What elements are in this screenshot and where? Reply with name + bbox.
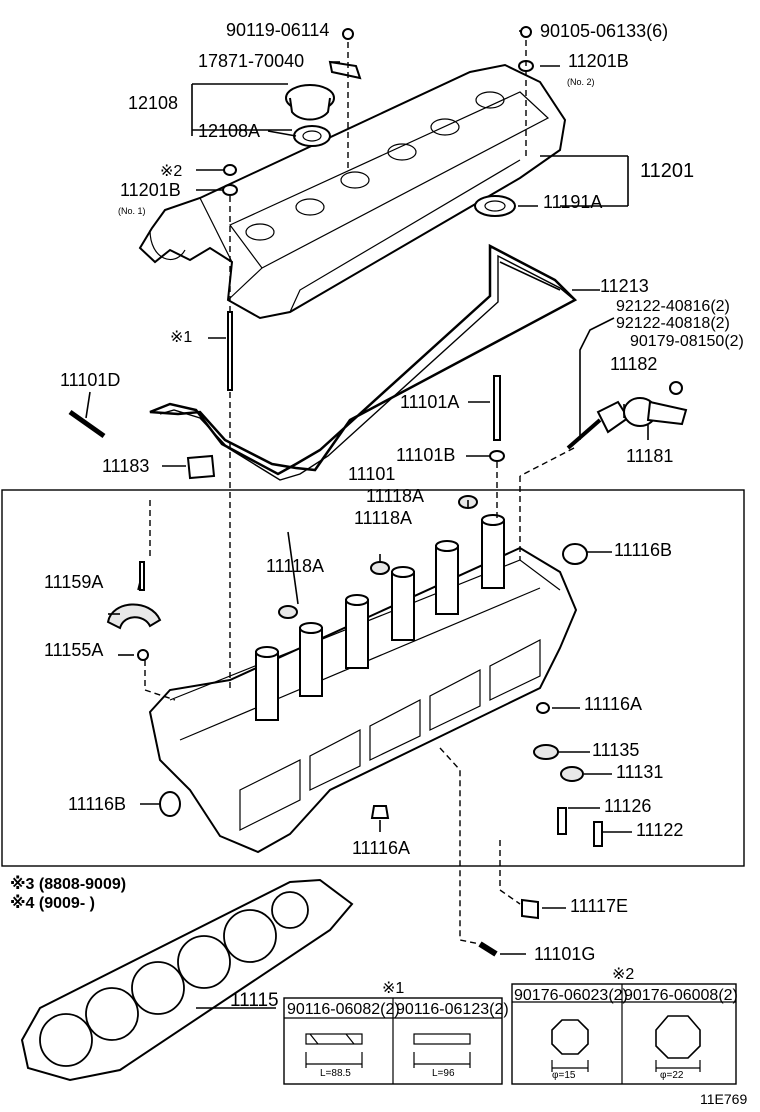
label-11201b-left: 11201B: [120, 180, 181, 200]
label-ref3: ※3 (8808-9009): [10, 875, 126, 893]
label-11116b-left: 11116B: [68, 794, 126, 814]
dim-l96: L=96: [432, 1068, 455, 1079]
label-11201: 11201: [640, 160, 694, 182]
cylinder-head: [148, 495, 578, 854]
label-11101g: 11101G: [534, 944, 595, 964]
label-11182: 11182: [610, 354, 657, 374]
seal-11135: [533, 744, 559, 760]
label-ref1-left: ※1: [170, 329, 192, 346]
label-11181: 11181: [626, 446, 673, 466]
label-11122: 11122: [636, 820, 683, 840]
stud-11101d: [68, 409, 106, 439]
label-11101a: 11101A: [400, 392, 459, 412]
label-no1: (No. 1): [118, 206, 146, 216]
label-11101: 11101: [348, 464, 395, 484]
bracket-11183: [186, 454, 216, 480]
figure-id: 11E769: [700, 1091, 747, 1107]
label-11115: 11115: [230, 990, 279, 1011]
label-12108a: 12108A: [198, 121, 260, 141]
label-no2: (No. 2): [567, 77, 595, 87]
stud-11101g: [478, 941, 498, 957]
guide-11131: [560, 766, 584, 782]
label-12108: 12108: [128, 93, 178, 113]
label-11201b-top: 11201B: [568, 51, 629, 71]
stud-ref1: [227, 311, 233, 391]
label-11101b: 11101B: [396, 445, 455, 465]
washer-90105: [520, 26, 532, 38]
label-11101d: 11101D: [60, 370, 120, 390]
label-92122-40818: 92122-40818(2): [616, 315, 730, 332]
nut-ref2: [223, 164, 237, 176]
label-11116a-bottom: 11116A: [352, 838, 410, 858]
label-90179: 90179-08150(2): [630, 333, 744, 350]
table-ref2-col1: 90176-06023(2): [514, 987, 628, 1004]
sensor-assembly: [566, 381, 688, 450]
bolt-11159a: [139, 561, 145, 591]
washer-11101b: [489, 450, 505, 462]
plug-11117e: [521, 898, 539, 920]
label-11155a: 11155A: [44, 640, 103, 660]
washer-90119: [342, 28, 354, 40]
table-ref1-col2: 90116-06123(2): [396, 1001, 509, 1018]
dim-l885: L=88.5: [320, 1068, 351, 1079]
valve-cover: [138, 63, 567, 320]
label-ref4: ※4 (9009- ): [10, 894, 95, 912]
dim-phi22: φ=22: [660, 1070, 684, 1081]
cap-11159: [106, 603, 162, 630]
seal-11201b-left: [222, 184, 238, 196]
plug-11116b-left: [159, 791, 181, 817]
seal-11191a: [474, 195, 516, 217]
label-11126: 11126: [604, 796, 651, 816]
table-ref2-col2: 90176-06008(2): [624, 987, 738, 1004]
label-11135: 11135: [592, 740, 639, 760]
label-11131: 11131: [616, 762, 663, 782]
label-11159a: 11159A: [44, 572, 103, 592]
bolt-11101a: [493, 375, 501, 441]
clip-17871: [328, 60, 362, 80]
plug-11116a-right: [536, 702, 550, 714]
pin-11122: [593, 821, 603, 847]
table-ref1: ※1 90116-06082(2) 90116-06123(2) L=88.5 …: [283, 980, 509, 1085]
plug-11116a-bottom: [370, 805, 390, 819]
plug-11116b-right: [562, 543, 588, 565]
oil-filler-cap: [285, 84, 335, 147]
pin-11126: [557, 807, 567, 835]
dim-phi15: φ=15: [552, 1070, 576, 1081]
label-90105: 90105-06133(6): [540, 21, 668, 41]
label-11116b-right: 11116B: [614, 540, 672, 560]
label-11118a-2: 11118A: [354, 508, 412, 528]
cylinder-head-frame: [1, 489, 745, 867]
pin-11155a: [137, 649, 149, 661]
label-17871: 17871-70040: [198, 51, 304, 71]
table-ref1-col1: 90116-06082(2): [287, 1001, 400, 1018]
head-gasket: [20, 878, 354, 1082]
label-11117e: 11117E: [570, 896, 628, 916]
table-ref2: ※2 90176-06023(2) 90176-06008(2) φ=15 φ=…: [511, 966, 738, 1085]
label-11213: 11213: [600, 276, 649, 296]
table-ref2-heading: ※2: [612, 966, 634, 983]
label-92122-40816: 92122-40816(2): [616, 298, 730, 315]
label-11118a-1: 11118A: [366, 486, 424, 506]
label-ref2-top: ※2: [160, 163, 182, 180]
label-11191a: 11191A: [543, 192, 602, 212]
label-11183: 11183: [102, 456, 149, 476]
label-11116a-right: 11116A: [584, 694, 642, 714]
label-11118a-3: 11118A: [266, 556, 324, 576]
valve-cover-gasket: [149, 243, 578, 476]
table-ref1-heading: ※1: [382, 980, 404, 997]
label-90119: 90119-06114: [226, 20, 329, 40]
